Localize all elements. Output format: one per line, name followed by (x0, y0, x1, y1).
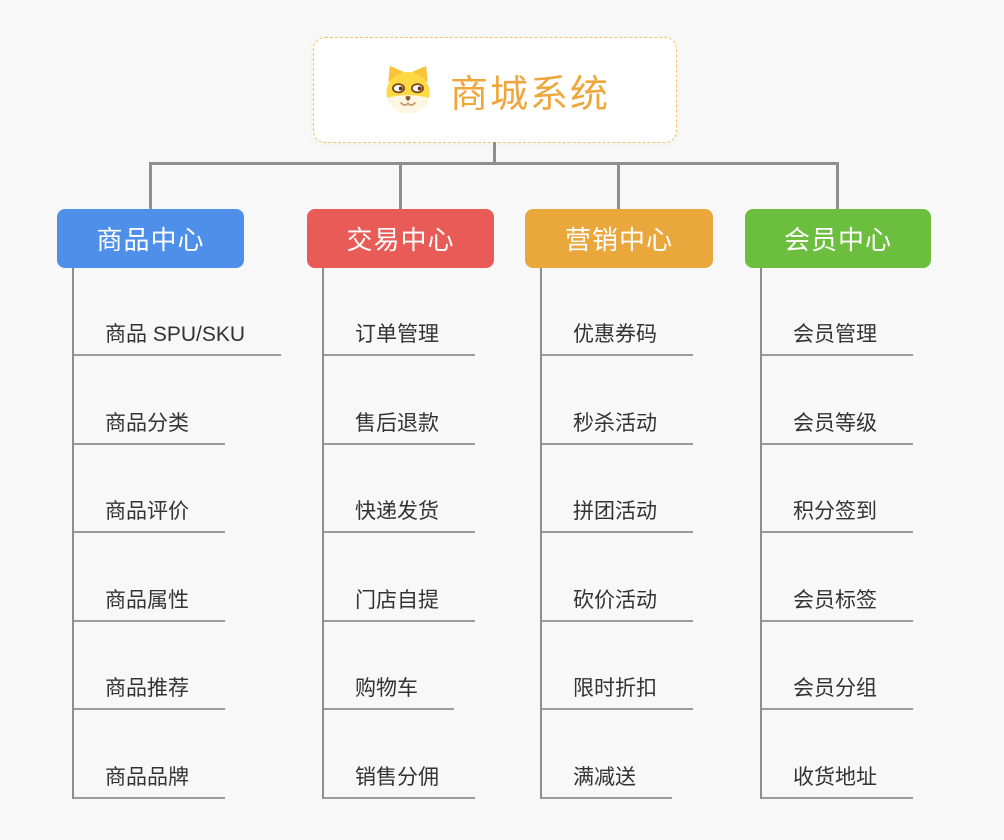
leaf-list: 商品 SPU/SKU 商品分类 商品评价 商品属性 商品推荐 商品品牌 (72, 268, 317, 799)
branch-node-member-center[interactable]: 会员中心 (745, 209, 931, 268)
leaf-node[interactable]: 商品分类 (72, 356, 317, 445)
connector-drop-branch-2 (399, 163, 402, 210)
leaf-node[interactable]: 商品 SPU/SKU (72, 268, 317, 356)
leaf-node[interactable]: 会员管理 (760, 268, 1004, 356)
leaf-list: 订单管理 售后退款 快递发货 门店自提 购物车 销售分佣 (322, 268, 567, 799)
branch-node-product-center[interactable]: 商品中心 (57, 209, 244, 268)
branch-label: 交易中心 (346, 225, 455, 255)
branch-vertical-line (72, 268, 74, 799)
leaf-node[interactable]: 门店自提 (322, 533, 567, 622)
leaf-node[interactable]: 满减送 (540, 710, 785, 799)
branch-column-trade: 交易中心 订单管理 售后退款 快递发货 门店自提 购物车 销售分佣 (307, 209, 567, 799)
leaf-node[interactable]: 会员等级 (760, 356, 1004, 445)
leaf-node[interactable]: 商品评价 (72, 445, 317, 533)
leaf-node[interactable]: 拼团活动 (540, 445, 785, 533)
leaf-node[interactable]: 优惠券码 (540, 268, 785, 356)
branch-vertical-line (760, 268, 762, 799)
branch-vertical-line (322, 268, 324, 799)
leaf-list: 会员管理 会员等级 积分签到 会员标签 会员分组 收货地址 (760, 268, 1004, 799)
connector-root-stub (493, 142, 496, 163)
branch-vertical-line (540, 268, 542, 799)
branch-column-product: 商品中心 商品 SPU/SKU 商品分类 商品评价 商品属性 商品推荐 商品品牌 (57, 209, 317, 799)
leaf-node[interactable]: 商品推荐 (72, 622, 317, 710)
branch-label: 商品中心 (96, 225, 205, 255)
dog-face-icon (386, 65, 430, 114)
branch-column-marketing: 营销中心 优惠券码 秒杀活动 拼团活动 砍价活动 限时折扣 满减送 (525, 209, 785, 799)
leaf-list: 优惠券码 秒杀活动 拼团活动 砍价活动 限时折扣 满减送 (540, 268, 785, 799)
branch-node-marketing-center[interactable]: 营销中心 (525, 209, 713, 268)
root-node-mall-system[interactable]: 商城系统 (313, 37, 677, 143)
leaf-node[interactable]: 购物车 (322, 622, 567, 710)
leaf-node[interactable]: 会员标签 (760, 533, 1004, 622)
leaf-node[interactable]: 订单管理 (322, 268, 567, 356)
branch-label: 营销中心 (564, 225, 673, 255)
connector-horizontal-bar (149, 162, 839, 165)
leaf-node[interactable]: 砍价活动 (540, 533, 785, 622)
leaf-node[interactable]: 限时折扣 (540, 622, 785, 710)
leaf-node[interactable]: 收货地址 (760, 710, 1004, 799)
branch-column-member: 会员中心 会员管理 会员等级 积分签到 会员标签 会员分组 收货地址 (745, 209, 1004, 799)
connector-drop-branch-3 (617, 163, 620, 210)
leaf-node[interactable]: 商品品牌 (72, 710, 317, 799)
leaf-node[interactable]: 快递发货 (322, 445, 567, 533)
connector-drop-branch-1 (149, 163, 152, 210)
leaf-node[interactable]: 售后退款 (322, 356, 567, 445)
root-title: 商城系统 (449, 73, 610, 116)
branch-label: 会员中心 (783, 225, 892, 255)
leaf-node[interactable]: 积分签到 (760, 445, 1004, 533)
leaf-node[interactable]: 商品属性 (72, 533, 317, 622)
branch-node-trade-center[interactable]: 交易中心 (307, 209, 494, 268)
leaf-node[interactable]: 会员分组 (760, 622, 1004, 710)
leaf-node[interactable]: 销售分佣 (322, 710, 567, 799)
leaf-node[interactable]: 秒杀活动 (540, 356, 785, 445)
connector-drop-branch-4 (836, 163, 839, 210)
